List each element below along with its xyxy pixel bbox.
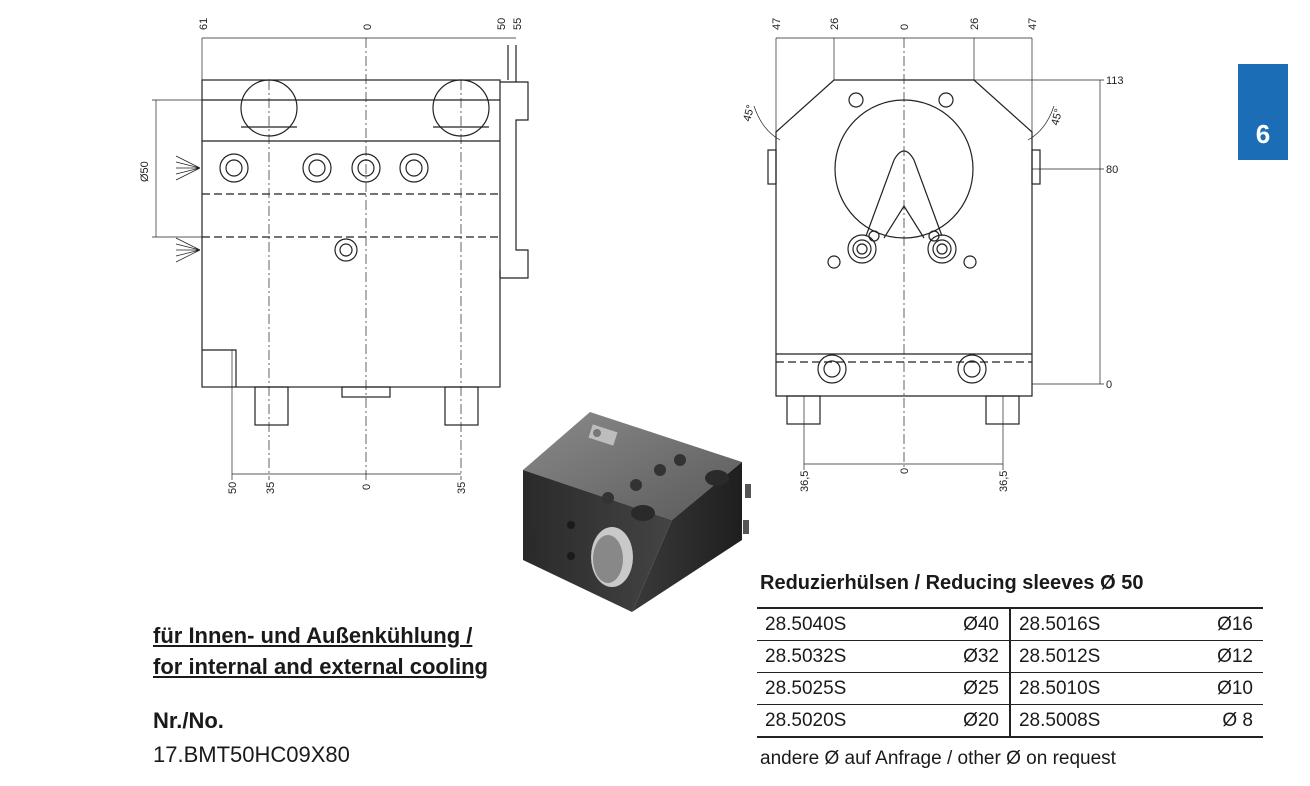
part-number-label: Nr./No. [153,708,224,733]
sleeve-code: 28.5032S [757,640,919,673]
front-dim-top-0: 0 [362,24,374,30]
side-dim-top-26-right: 26 [969,18,981,30]
front-dim-bottom-35-right: 35 [456,482,468,494]
front-dim-top-55: 55 [512,18,524,30]
side-dim-top-47-left: 47 [771,18,783,30]
sleeve-code: 28.5016S [1008,607,1174,641]
table-row: 28.5020S Ø20 28.5008S Ø 8 [757,704,1263,738]
sleeve-diameter: Ø12 [1173,640,1263,673]
sleeve-diameter: Ø32 [918,640,1010,673]
sleeve-diameter: Ø25 [918,672,1010,705]
side-dim-bottom-0: 0 [899,468,911,474]
table-row: 28.5040S Ø40 28.5016S Ø16 [757,607,1263,641]
sleeves-footnote: andere Ø auf Anfrage / other Ø on reques… [760,748,1116,769]
side-dim-top-26-left: 26 [829,18,841,30]
side-dim-bottom-36-5-left: 36,5 [799,471,811,492]
side-dim-right-80: 80 [1106,164,1118,176]
side-dim-top-47-right: 47 [1027,18,1039,30]
cooling-heading: für Innen- und Außenkühlung / for intern… [153,620,488,682]
sleeve-code: 28.5008S [1008,704,1174,738]
reducing-sleeves-table: 28.5040S Ø40 28.5016S Ø16 28.5032S Ø32 2… [757,607,1263,738]
table-row: 28.5032S Ø32 28.5012S Ø12 [757,640,1263,673]
sleeve-code: 28.5040S [757,607,919,641]
sleeve-diameter: Ø40 [918,607,1010,641]
side-dim-bottom-36-5-right: 36,5 [998,471,1010,492]
front-dim-bottom-0: 0 [361,484,373,490]
side-view-drawing [753,37,1104,470]
front-dim-top-50: 50 [496,18,508,30]
sleeve-code: 28.5020S [757,704,919,738]
side-angle-left: 45° [741,104,757,123]
chapter-number: 6 [1255,119,1271,149]
sleeve-diameter: Ø20 [918,704,1010,738]
side-dim-right-0: 0 [1106,379,1112,391]
front-dim-left-diameter: Ø50 [139,161,151,182]
front-dim-bottom-50: 50 [227,482,239,494]
product-3d-render [523,412,751,612]
side-dim-top-0: 0 [899,24,911,30]
sleeves-table-title: Reduzierhülsen / Reducing sleeves Ø 50 [760,572,1144,594]
side-dim-right-113: 113 [1106,75,1124,87]
sleeve-code: 28.5025S [757,672,919,705]
sleeve-code: 28.5012S [1008,640,1174,673]
front-view-drawing [152,37,529,480]
front-dim-bottom-35-left: 35 [265,482,277,494]
sleeve-code: 28.5010S [1008,672,1174,705]
sleeve-diameter: Ø10 [1173,672,1263,705]
chapter-tab: 6 [1238,64,1288,160]
cooling-line-en: for internal and external cooling [153,654,488,679]
part-number-value: 17.BMT50HC09X80 [153,742,350,767]
cooling-line-de: für Innen- und Außenkühlung / [153,623,473,648]
front-dim-top-61: 61 [198,18,210,30]
table-row: 28.5025S Ø25 28.5010S Ø10 [757,672,1263,705]
side-angle-right: 45° [1049,108,1065,127]
sleeve-diameter: Ø 8 [1173,704,1263,738]
sleeve-diameter: Ø16 [1173,607,1263,641]
